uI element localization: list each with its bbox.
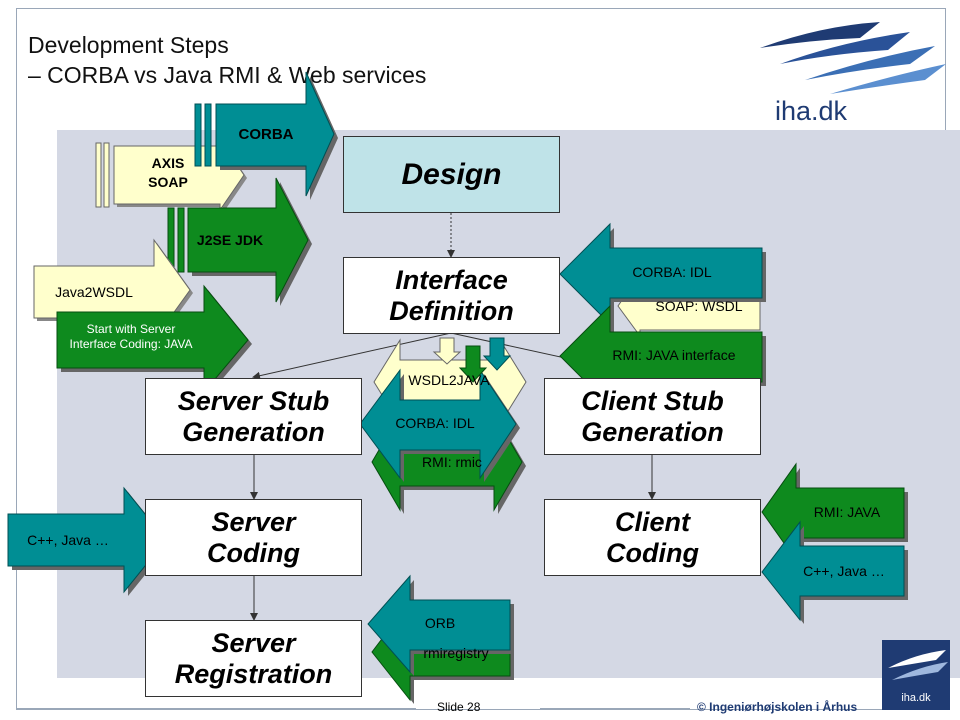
server-stub-label-1: Server Stub bbox=[177, 386, 330, 417]
corba-arrow bbox=[194, 71, 338, 200]
interface-label-1: Interface bbox=[395, 265, 508, 296]
interface-definition-step: Interface Definition bbox=[343, 257, 560, 334]
iha-logo-wings bbox=[760, 22, 946, 94]
server-stub-label-2: Generation bbox=[182, 416, 325, 447]
j2se-jdk-arrow bbox=[167, 177, 312, 306]
title-line-2: – CORBA vs Java RMI & Web services bbox=[28, 62, 427, 88]
start-with-server-arrow bbox=[56, 284, 252, 396]
server-coding-label-1: Server bbox=[211, 507, 296, 538]
axis-soap-label: AXIS SOAP bbox=[128, 154, 208, 192]
client-stub-label-2: Generation bbox=[581, 416, 724, 447]
interface-label-2: Definition bbox=[389, 295, 514, 326]
logo-text: iha.dk bbox=[775, 96, 848, 126]
start-label-2: Interface Coding: JAVA bbox=[69, 337, 193, 351]
server-reg-label-1: Server bbox=[211, 628, 296, 659]
cpp-java-right-label: C++, Java … bbox=[803, 563, 885, 579]
client-coding-step: Client Coding bbox=[544, 499, 761, 576]
rmi-java-interface-label: RMI: JAVA interface bbox=[612, 347, 736, 363]
title-line-1: Development Steps bbox=[28, 32, 229, 58]
server-stub-generation-step: Server Stub Generation bbox=[145, 378, 362, 455]
copyright: © Ingeniørhøjskolen i Århus bbox=[697, 700, 858, 714]
slide-number: Slide 28 bbox=[437, 700, 481, 714]
axis-label: AXIS bbox=[151, 155, 185, 171]
orb-label: ORB bbox=[424, 615, 456, 631]
client-coding-label-1: Client bbox=[614, 507, 690, 538]
cpp-java-left-label: C++, Java … bbox=[27, 532, 109, 548]
client-coding-label-2: Coding bbox=[606, 537, 699, 568]
server-coding-label-2: Coding bbox=[207, 537, 300, 568]
rmiregistry-label: rmiregistry bbox=[423, 645, 489, 661]
small-logo-text: iha.dk bbox=[901, 692, 931, 704]
cpp-java-left-arrow bbox=[7, 486, 170, 596]
corba-idl-mid-label: CORBA: IDL bbox=[395, 415, 475, 431]
iha-small-logo bbox=[882, 640, 950, 710]
server-coding-step: Server Coding bbox=[145, 499, 362, 576]
client-stub-generation-step: Client Stub Generation bbox=[544, 378, 761, 455]
cpp-java-right-arrow bbox=[761, 520, 908, 624]
footer-line-left bbox=[16, 708, 416, 709]
corba-idl-right-arrow bbox=[559, 222, 766, 328]
server-registration-step: Server Registration bbox=[145, 620, 362, 697]
server-reg-label-2: Registration bbox=[174, 658, 333, 689]
orb-arrow bbox=[367, 574, 514, 676]
j2se-jdk-label: J2SE JDK bbox=[196, 232, 264, 248]
corba-idl-mid-arrow bbox=[359, 368, 520, 482]
start-with-server-label: Start with Server Interface Coding: JAVA bbox=[58, 322, 204, 352]
java2wsdl-label: Java2WSDL bbox=[55, 284, 133, 300]
down-arrows-group bbox=[432, 337, 512, 383]
corba-label: CORBA bbox=[238, 126, 294, 143]
soap-wsdl-label: SOAP: WSDL bbox=[655, 298, 743, 314]
footer-line-right bbox=[540, 708, 690, 709]
design-step: Design bbox=[343, 136, 560, 213]
rmic-label: RMI: rmic bbox=[422, 454, 482, 470]
client-stub-label-1: Client Stub bbox=[581, 386, 724, 417]
connector-interface-serverstub bbox=[252, 332, 452, 380]
wsdl2java-label: WSDL2JAVA bbox=[408, 372, 490, 388]
slide-title: Development Steps – CORBA vs Java RMI & … bbox=[28, 30, 426, 90]
rmi-java-label: RMI: JAVA bbox=[813, 504, 881, 520]
corba-idl-right-label: CORBA: IDL bbox=[632, 264, 712, 280]
soap-label: SOAP bbox=[148, 174, 188, 190]
start-label-1: Start with Server bbox=[86, 322, 176, 336]
design-label: Design bbox=[401, 157, 502, 191]
